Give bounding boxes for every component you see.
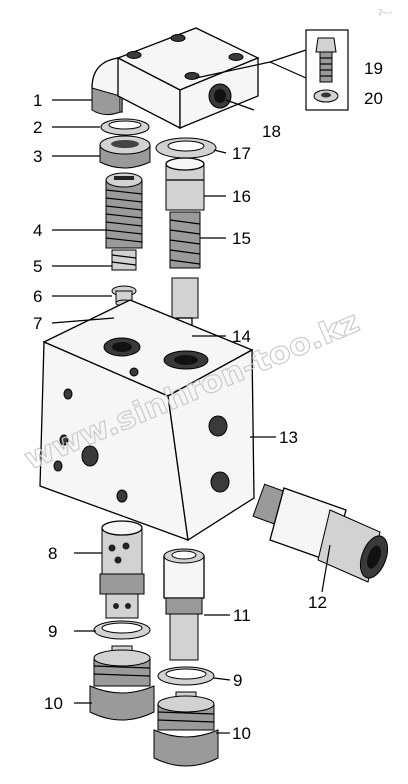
callout-10-left: 10 bbox=[44, 694, 63, 713]
callout-8: 8 bbox=[48, 544, 57, 563]
leader-lines bbox=[51, 99, 331, 734]
callout-18: 18 bbox=[262, 122, 281, 141]
callout-19: 19 bbox=[364, 59, 383, 78]
side-fitting bbox=[252, 483, 389, 583]
callout-5: 5 bbox=[33, 257, 42, 276]
callout-7: 7 bbox=[33, 314, 42, 333]
callout-9-right: 9 bbox=[233, 671, 242, 690]
main-body bbox=[39, 299, 255, 542]
callout-4: 4 bbox=[33, 221, 42, 240]
callout-3: 3 bbox=[33, 147, 42, 166]
left-part-stack bbox=[99, 118, 151, 325]
bottom-left-stack bbox=[89, 520, 155, 721]
callout-2: 2 bbox=[33, 118, 42, 137]
callout-1: 1 bbox=[33, 91, 42, 110]
callout-14: 14 bbox=[232, 327, 251, 346]
top-block bbox=[91, 27, 260, 130]
callout-9-left: 9 bbox=[48, 622, 57, 641]
corner-mark: ʔ─◦ bbox=[378, 9, 393, 19]
callout-15: 15 bbox=[232, 229, 251, 248]
callout-11: 11 bbox=[233, 606, 251, 625]
callout-16: 16 bbox=[232, 187, 251, 206]
bolt-washer-inset bbox=[195, 29, 349, 111]
callout-12: 12 bbox=[308, 593, 327, 612]
callout-10-right: 10 bbox=[232, 724, 251, 743]
callout-17: 17 bbox=[232, 144, 251, 163]
callout-13: 13 bbox=[279, 428, 298, 447]
callout-6: 6 bbox=[33, 287, 42, 306]
callout-20: 20 bbox=[364, 89, 383, 108]
bottom-right-stack bbox=[153, 548, 219, 767]
callout-labels: 1 2 3 4 5 6 7 8 9 9 10 10 11 12 13 14 15… bbox=[33, 59, 383, 743]
